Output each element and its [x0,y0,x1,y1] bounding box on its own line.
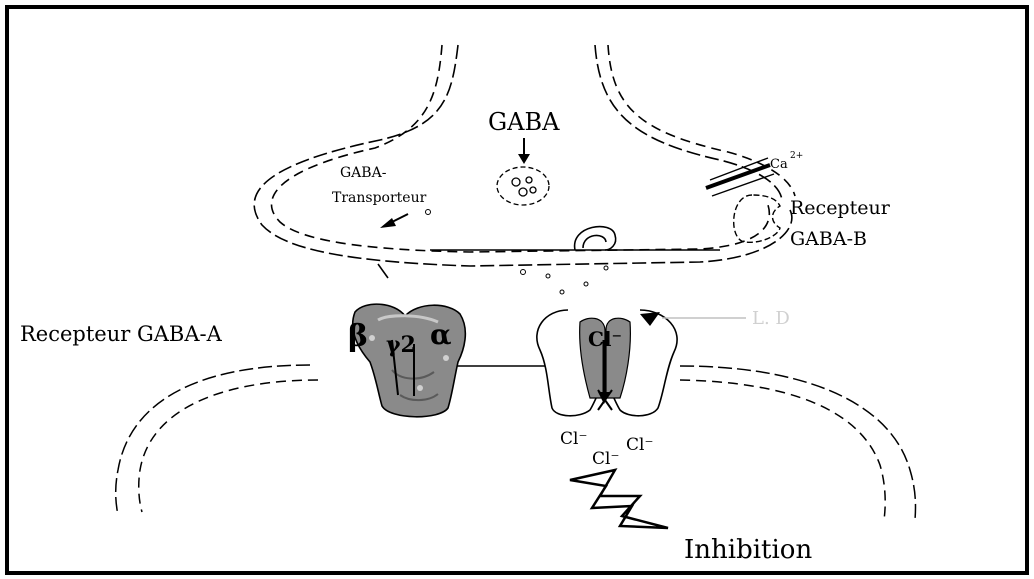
subunit-gamma-label: γ2 [386,332,416,358]
gaba-a-label: Recepteur GABA-A [20,322,223,346]
gaba-b-label-line2: GABA-B [790,228,867,250]
exocytosis-vesicle [575,227,616,250]
transporter-label-line1: GABA- [340,165,387,181]
calcium-superscript: 2+ [790,151,803,161]
chloride-ion-3: Cl⁻ [626,435,653,455]
transporter-gap-mark [378,264,388,278]
postsynaptic-membrane [116,365,916,520]
faded-label: L. D [752,308,790,329]
transporter-arrow [380,214,408,228]
subunit-alpha-label: α [430,318,452,351]
transporter-label-line2: Transporteur [332,190,427,206]
gaba-vesicle [497,167,549,205]
chloride-ion-2: Cl⁻ [592,449,619,469]
chloride-ion-1: Cl⁻ [560,429,587,449]
chloride-channel [537,310,677,416]
calcium-label: Ca [770,157,788,172]
inhibition-label: Inhibition [684,535,812,565]
subunit-beta-label: β [348,319,368,354]
gaba-arrow [518,138,530,164]
calcium-channel [706,158,774,196]
gaba-b-label-line1: Recepteur [790,197,891,219]
figure-frame [7,7,1027,573]
channel-ion-label: Cl⁻ [588,327,622,351]
gaba-label: GABA [488,108,560,136]
lightning-bolt-icon [570,470,668,528]
